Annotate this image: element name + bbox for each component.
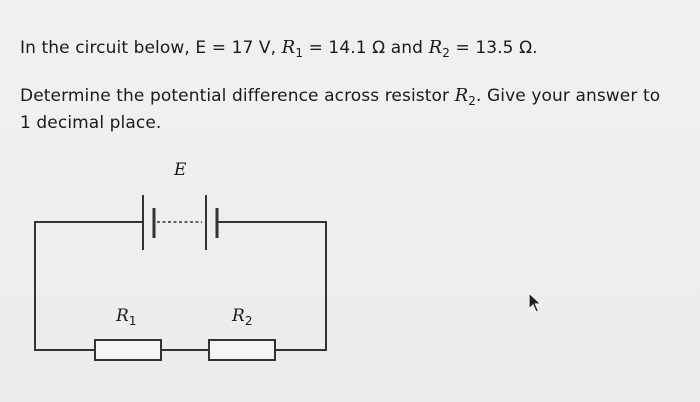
resistor-r2-label-symbol: R <box>232 306 245 326</box>
question-intro-text: In the circuit below, E = 17 V, <box>20 38 282 58</box>
resistor-r2 <box>208 339 276 361</box>
resistor-r1-label-subscript: 1 <box>128 314 137 328</box>
question-task-text-end: . Give your answer to <box>476 86 661 106</box>
battery-label: E <box>174 160 187 180</box>
resistor-r1 <box>94 339 162 361</box>
question-line-3: 1 decimal place. <box>20 112 161 134</box>
question-line-1: In the circuit below, E = 17 V, R1 = 14.… <box>20 37 538 64</box>
r1-symbol: R <box>281 37 296 58</box>
question-task-text: Determine the potential difference acros… <box>20 86 455 106</box>
r1-subscript: 1 <box>295 46 304 60</box>
question-precision-text: 1 decimal place. <box>20 113 162 133</box>
r2-value-text: = 13.5 Ω. <box>449 38 538 58</box>
resistor-r2-label: R2 <box>232 306 252 328</box>
r2-subscript: 2 <box>442 46 450 60</box>
resistor-r1-label: R1 <box>116 306 136 328</box>
resistor-r1-label-symbol: R <box>116 306 129 326</box>
task-r2-symbol: R <box>454 85 469 106</box>
question-line-2: Determine the potential difference acros… <box>20 85 660 112</box>
mouse-pointer-icon <box>527 291 543 318</box>
task-r2-subscript: 2 <box>468 94 476 108</box>
resistor-r2-label-subscript: 2 <box>244 314 253 328</box>
r2-symbol: R <box>428 37 443 58</box>
r1-value-text: = 14.1 Ω and <box>303 38 429 58</box>
